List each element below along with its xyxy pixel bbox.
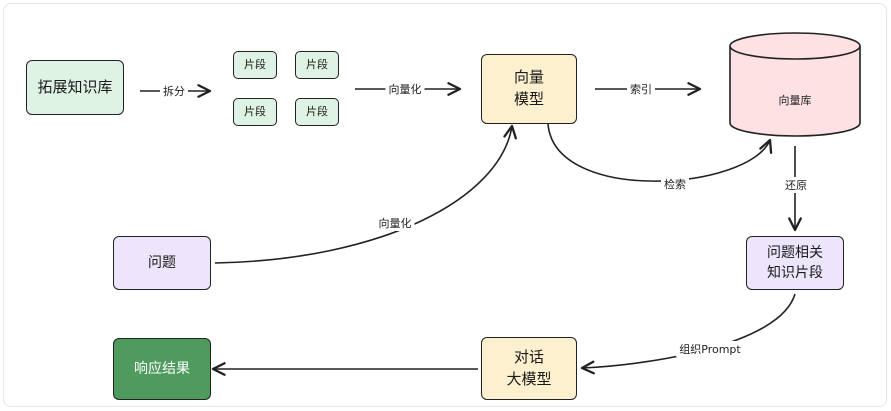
node-vector-model-label: 向量 模型 — [513, 68, 544, 108]
node-fragment-3-label: 片段 — [244, 105, 266, 119]
edge-label-vectorize-top: 向量化 — [385, 81, 425, 97]
edge-retrieve — [547, 123, 773, 182]
node-fragment-1-label: 片段 — [244, 58, 266, 72]
edge-label-vectorize-question: 向量化 — [375, 215, 415, 231]
node-response-result: 响应结果 — [113, 338, 211, 400]
node-question-label: 问题 — [148, 254, 176, 271]
node-related-fragments-label: 问题相关 知识片段 — [767, 244, 823, 281]
node-dialog-model: 对话 大模型 — [481, 337, 577, 400]
node-fragment-4-label: 片段 — [306, 105, 328, 119]
node-related-fragments: 问题相关 知识片段 — [746, 236, 844, 290]
edge-label-organize-prompt: 组织Prompt — [676, 341, 744, 357]
node-fragment-2-label: 片段 — [306, 58, 328, 72]
vector-db-cylinder — [729, 32, 861, 137]
edge-label-split: 拆分 — [160, 83, 188, 99]
node-dialog-model-label: 对话 大模型 — [506, 347, 552, 388]
node-expand-knowledge-base-label: 拓展知识库 — [37, 77, 113, 96]
node-fragment-2: 片段 — [295, 51, 339, 79]
edge-label-index: 索引 — [627, 81, 655, 97]
edge-label-restore: 还原 — [782, 177, 810, 193]
node-vector-db-label: 向量库 — [778, 94, 812, 107]
node-response-result-label: 响应结果 — [134, 360, 190, 377]
diagram-frame — [3, 3, 887, 407]
node-fragment-1: 片段 — [233, 51, 277, 79]
node-fragment-4: 片段 — [295, 98, 339, 126]
node-fragment-3: 片段 — [233, 98, 277, 126]
node-expand-knowledge-base: 拓展知识库 — [26, 60, 124, 115]
node-vector-model: 向量 模型 — [481, 54, 577, 124]
edge-vectorize-question — [214, 124, 517, 264]
node-question: 问题 — [113, 236, 211, 290]
edge-label-retrieve: 检索 — [661, 176, 689, 192]
